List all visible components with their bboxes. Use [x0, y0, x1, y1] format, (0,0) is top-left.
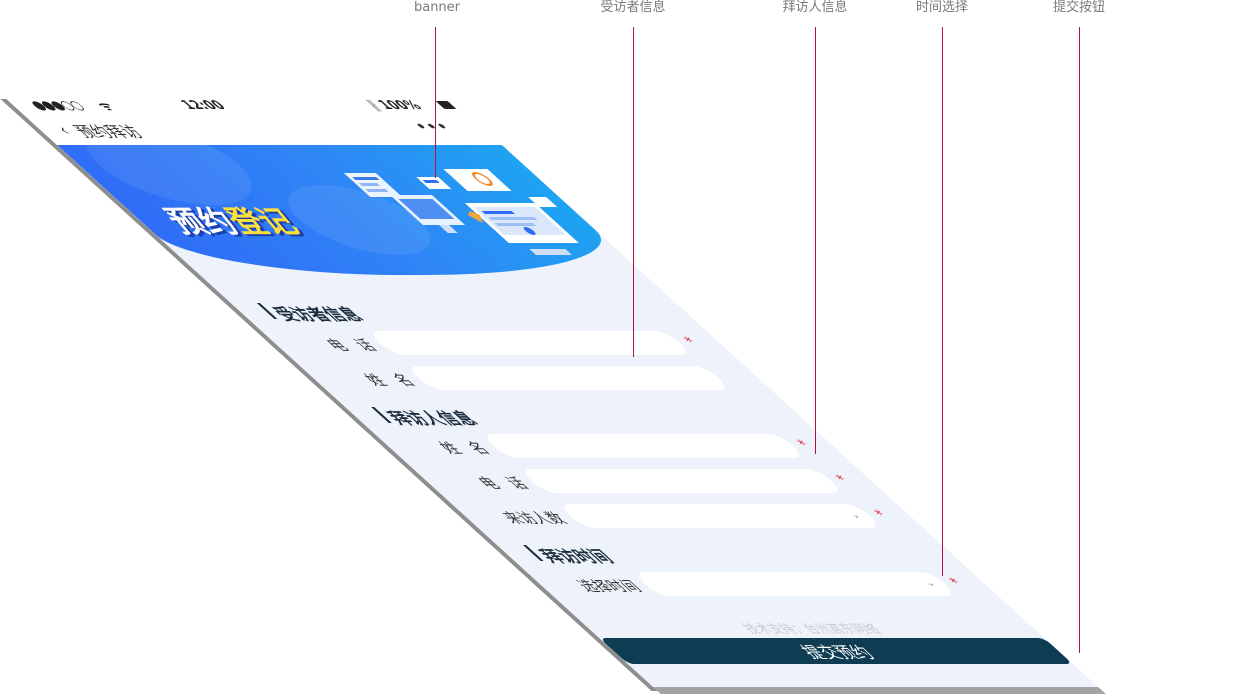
visit-time-picker[interactable] [631, 572, 959, 596]
annotation-line-submit [1079, 27, 1080, 653]
banner-illustration-icon [343, 169, 579, 255]
annotation-line-visitor [815, 27, 816, 454]
status-time: 12:00 [176, 98, 230, 112]
phone-edge-bottom [653, 687, 1106, 694]
banner-blob [57, 145, 283, 205]
section-time-heading: 拜访时间 [521, 543, 620, 567]
wifi-icon: ᯤ [92, 99, 119, 113]
status-bar: ●●●○○ ᯤ 12:00 ∦ 100% [2, 95, 472, 117]
visitor-name-input[interactable] [479, 434, 807, 458]
battery-icon [435, 101, 457, 109]
visitor-count-select[interactable] [556, 504, 884, 528]
page-title: 预约拜访 [68, 123, 149, 141]
signal-icon: ●●●○○ [25, 98, 89, 112]
annotation-line-banner [435, 27, 436, 178]
annotation-banner: banner [413, 0, 461, 15]
phone-screen: ●●●○○ ᯤ 12:00 ∦ 100% ‹ 预约拜访 ••• 预约登记 [2, 95, 1099, 687]
annotation-time-select: 时间选择 [915, 0, 969, 15]
tech-support-note: 技术支持：台州高东网络 [738, 622, 886, 636]
nav-bar: ‹ 预约拜访 ••• [26, 117, 502, 145]
annotation-visitee-info: 受访者信息 [600, 0, 666, 15]
annotation-submit-button: 提交按钮 [1052, 0, 1106, 15]
submit-button[interactable]: 提交预约 [599, 638, 1073, 664]
banner: 预约登记 [57, 145, 645, 275]
annotation-line-time [942, 27, 943, 576]
visitee-name-input[interactable] [405, 366, 732, 390]
phone-mockup: ●●●○○ ᯤ 12:00 ∦ 100% ‹ 预约拜访 ••• 预约登记 [0, 95, 1106, 694]
banner-title: 预约登记 [142, 197, 310, 241]
annotation-visitor-info: 拜访人信息 [782, 0, 848, 15]
annotation-line-visitee [633, 27, 634, 357]
section-visitor-heading: 拜访人信息 [369, 405, 484, 429]
more-icon[interactable]: ••• [406, 117, 459, 136]
section-visitee-heading: 受访者信息 [255, 301, 370, 325]
visitor-phone-input[interactable] [518, 469, 845, 493]
visitee-phone-input[interactable] [366, 331, 693, 355]
